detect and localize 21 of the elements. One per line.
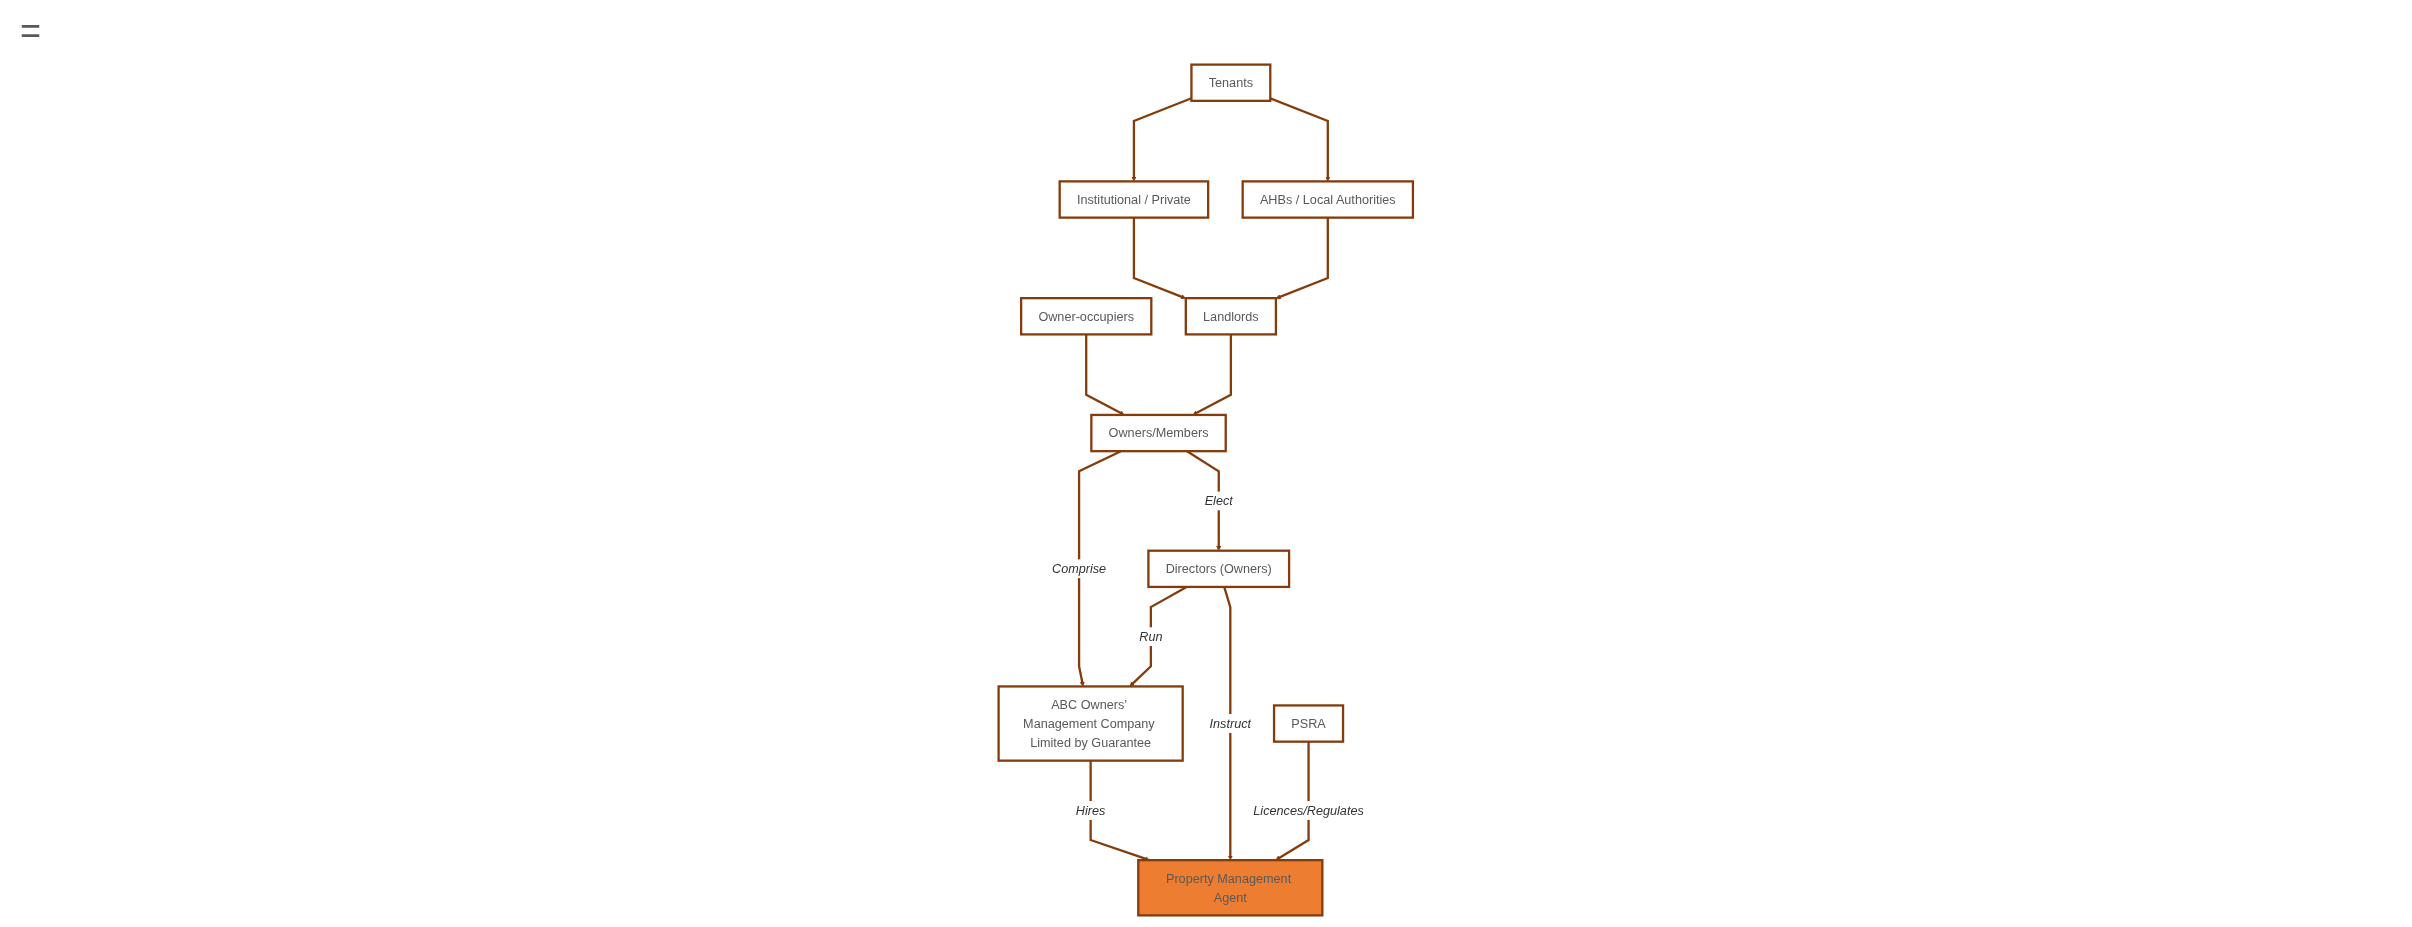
edge-label: Licences/Regulates (1253, 803, 1364, 818)
node-box: Tenants (1190, 63, 1272, 102)
node-box: PSRA (1273, 704, 1345, 743)
arrow (1223, 586, 1234, 861)
node-box: Directors (Owners) (1147, 549, 1291, 589)
node-box: ABC Owners’ Management Company Limited by Guarantee (997, 685, 1185, 762)
node-box: Owners/Members (1090, 413, 1228, 453)
edge-label: Comprise (1052, 561, 1107, 576)
arrow (1275, 217, 1330, 300)
edge-label: Instruct (1209, 716, 1252, 731)
equals-sign-note: = (20, 10, 42, 51)
arrow (1133, 217, 1187, 300)
edge-label: Run (1139, 629, 1163, 644)
arrow (1270, 97, 1331, 182)
edge-label: Elect (1204, 493, 1234, 509)
node-box: Institutional / Private (1058, 180, 1210, 219)
node-box: Property Management Agent (1137, 859, 1324, 917)
edge-label: Hires (1076, 803, 1106, 818)
node-box: AHBs / Local Authorities (1241, 180, 1415, 219)
node-box: Owner-occupiers (1020, 297, 1153, 336)
node-box: Landlords (1184, 297, 1278, 336)
